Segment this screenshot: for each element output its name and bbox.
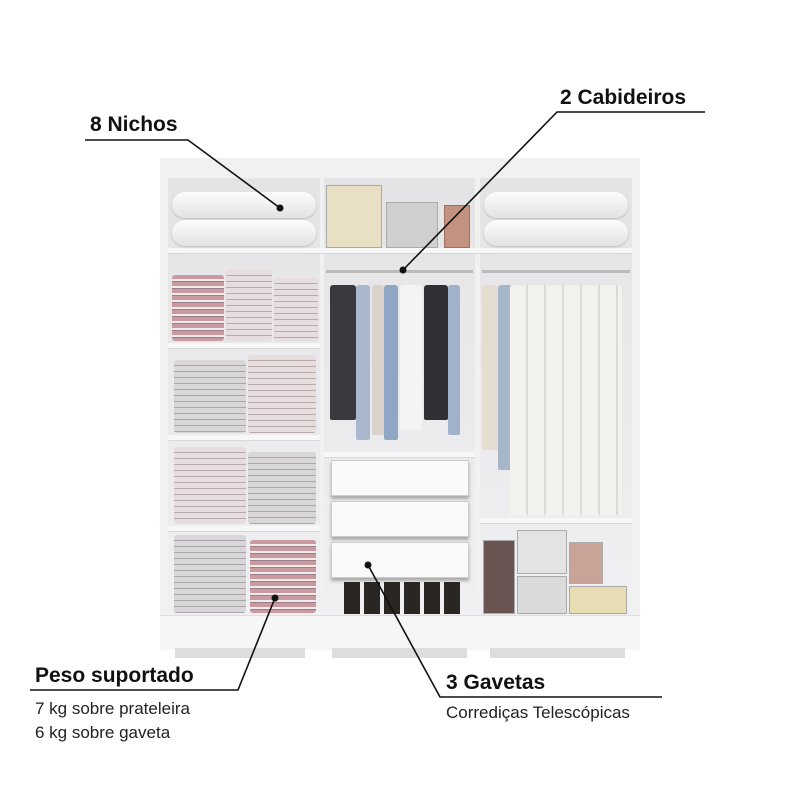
drawer	[331, 460, 469, 496]
shirt	[372, 285, 384, 435]
shirt	[400, 285, 422, 430]
handbag	[569, 542, 603, 584]
shirt	[356, 285, 370, 440]
drawer	[331, 542, 469, 578]
folded-clothes	[250, 540, 316, 613]
drawers-pointer	[367, 564, 662, 698]
shelf	[168, 435, 320, 441]
folded-clothes	[226, 270, 272, 341]
shirt	[384, 285, 398, 440]
storage-box	[517, 530, 567, 574]
folded-clothes	[174, 360, 246, 433]
shoes	[344, 582, 462, 614]
weight-drawer-text: 6 kg sobre gaveta	[35, 723, 171, 742]
shirt	[498, 285, 512, 470]
folded-clothes	[174, 447, 246, 524]
folded-clothes	[172, 275, 224, 341]
shirt	[482, 285, 498, 450]
shelf	[480, 518, 632, 524]
weight-label: Peso suportado	[35, 664, 194, 687]
storage-box	[517, 576, 567, 614]
foot	[332, 648, 467, 658]
weight-pointer	[30, 597, 276, 691]
folded-clothes	[248, 452, 316, 524]
foot	[490, 648, 625, 658]
pillow	[172, 192, 316, 218]
foot	[175, 648, 305, 658]
pillow	[484, 192, 628, 218]
shelf	[168, 343, 320, 349]
hangers-label: 2 Cabideiros	[560, 86, 687, 109]
pillow	[484, 220, 628, 246]
pillow	[172, 220, 316, 246]
niches-pointer	[85, 139, 281, 209]
storage-box	[569, 586, 627, 614]
folded-clothes	[174, 535, 246, 613]
shelf	[168, 526, 320, 532]
storage-box	[386, 202, 438, 248]
jacket	[330, 285, 356, 420]
hangers-pointer	[402, 111, 705, 271]
weight-shelf-text: 7 kg sobre prateleira	[35, 699, 190, 718]
drawers-label: 3 Gavetas	[446, 671, 546, 694]
folded-clothes	[274, 278, 318, 341]
niches-label: 8 Nichos	[90, 113, 178, 136]
drawer	[331, 501, 469, 537]
jacket	[424, 285, 448, 420]
hanging-rail	[482, 270, 630, 273]
hanging-rail	[326, 270, 473, 273]
shirt	[448, 285, 460, 435]
shelf	[324, 452, 475, 458]
handbag	[483, 540, 515, 614]
base	[160, 615, 640, 650]
folded-clothes	[248, 355, 316, 433]
drawers-subtitle: Corrediças Telescópicas	[446, 703, 630, 722]
white-garments	[510, 285, 622, 515]
top-shelf	[168, 248, 632, 254]
storage-box	[326, 185, 382, 248]
